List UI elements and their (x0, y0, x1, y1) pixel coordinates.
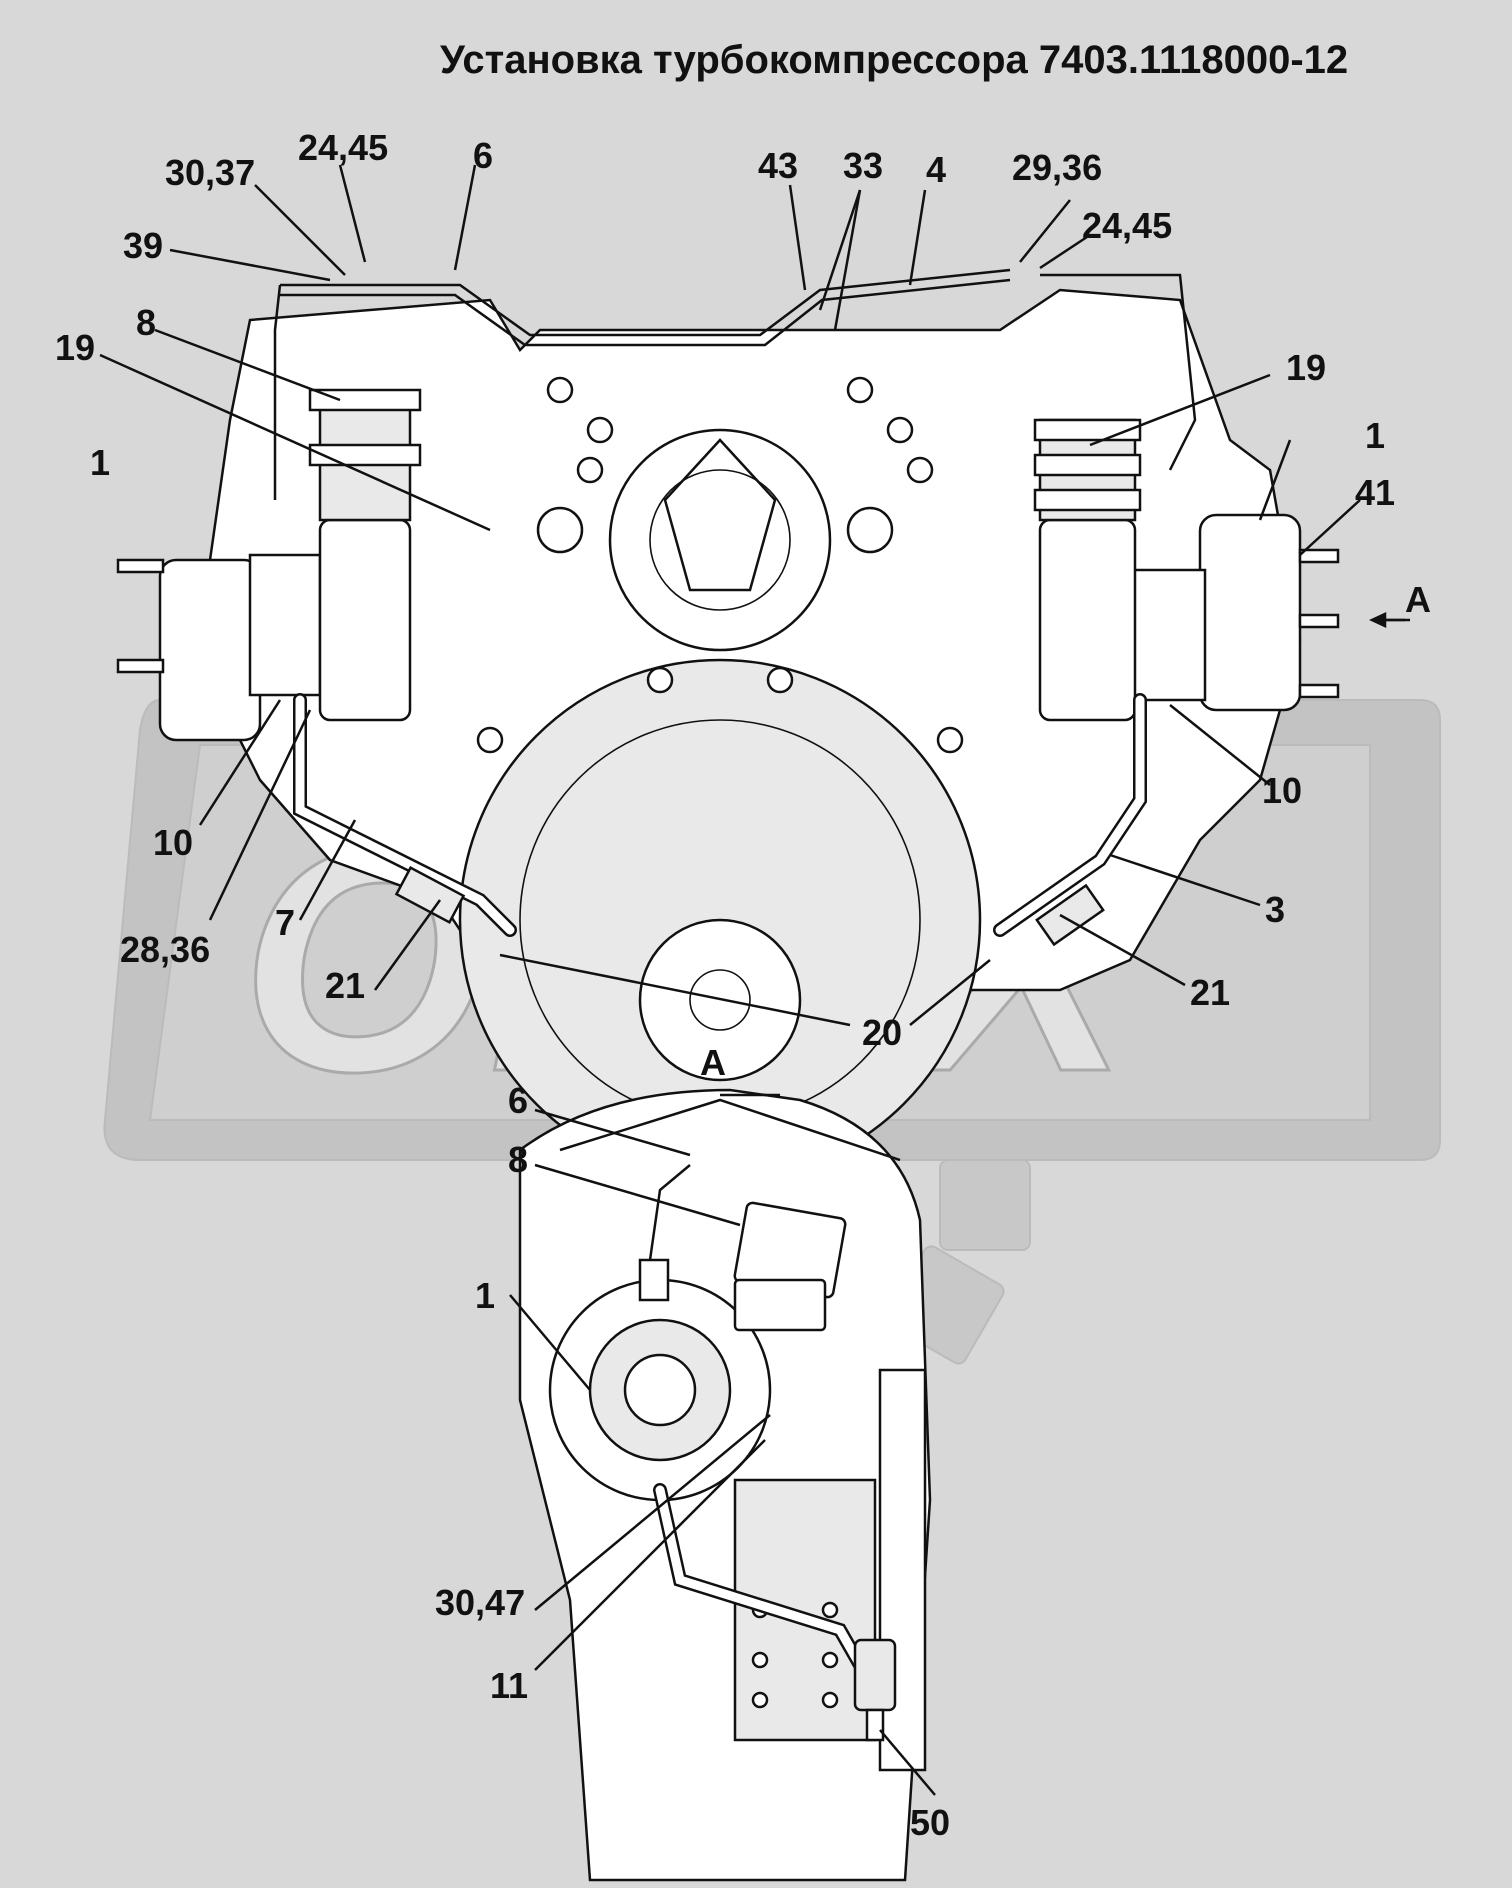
callout-4: 4 (926, 149, 946, 190)
callout-a-view: А (700, 1042, 726, 1083)
callout-30-47: 30,47 (435, 1582, 525, 1623)
engine-front-view (116, 268, 1340, 1182)
callout-30-37: 30,37 (165, 152, 255, 193)
callout-24-45-right: 24,45 (1082, 205, 1172, 246)
callout-20: 20 (862, 1012, 902, 1053)
callout-29-36: 29,36 (1012, 147, 1102, 188)
callout-33: 33 (843, 145, 883, 186)
callout-39: 39 (123, 225, 163, 266)
callout-28-36: 28,36 (120, 929, 210, 970)
drawing-title: Установка турбокомпрессора 7403.1118000-… (440, 38, 1349, 82)
callout-labels: 30,37 24,45 6 43 33 4 29,36 24,45 39 8 1… (55, 127, 1431, 1843)
callout-24-45-left: 24,45 (298, 127, 388, 168)
callout-a-arrow: А (1405, 579, 1431, 620)
callout-50: 50 (910, 1802, 950, 1843)
view-a-side (518, 1088, 932, 1882)
callout-6-view: 6 (508, 1080, 528, 1121)
callout-11: 11 (490, 1665, 528, 1706)
callout-19-left: 19 (55, 327, 95, 368)
callout-21-left: 21 (325, 965, 365, 1006)
callout-1-view: 1 (475, 1275, 495, 1316)
callout-8-top: 8 (136, 302, 156, 343)
callout-41: 41 (1355, 472, 1395, 513)
callout-7: 7 (275, 902, 295, 943)
callout-6-top: 6 (473, 135, 493, 176)
callout-8-view: 8 (508, 1139, 528, 1180)
callout-10-left: 10 (153, 822, 193, 863)
callout-3: 3 (1265, 889, 1285, 930)
callout-19-right: 19 (1286, 347, 1326, 388)
callout-1-left: 1 (90, 442, 110, 483)
callout-10-right: 10 (1262, 770, 1302, 811)
callout-1-right: 1 (1365, 415, 1385, 456)
callout-21-right: 21 (1190, 972, 1230, 1013)
callout-43: 43 (758, 145, 798, 186)
leader-lines (99, 164, 1410, 1796)
